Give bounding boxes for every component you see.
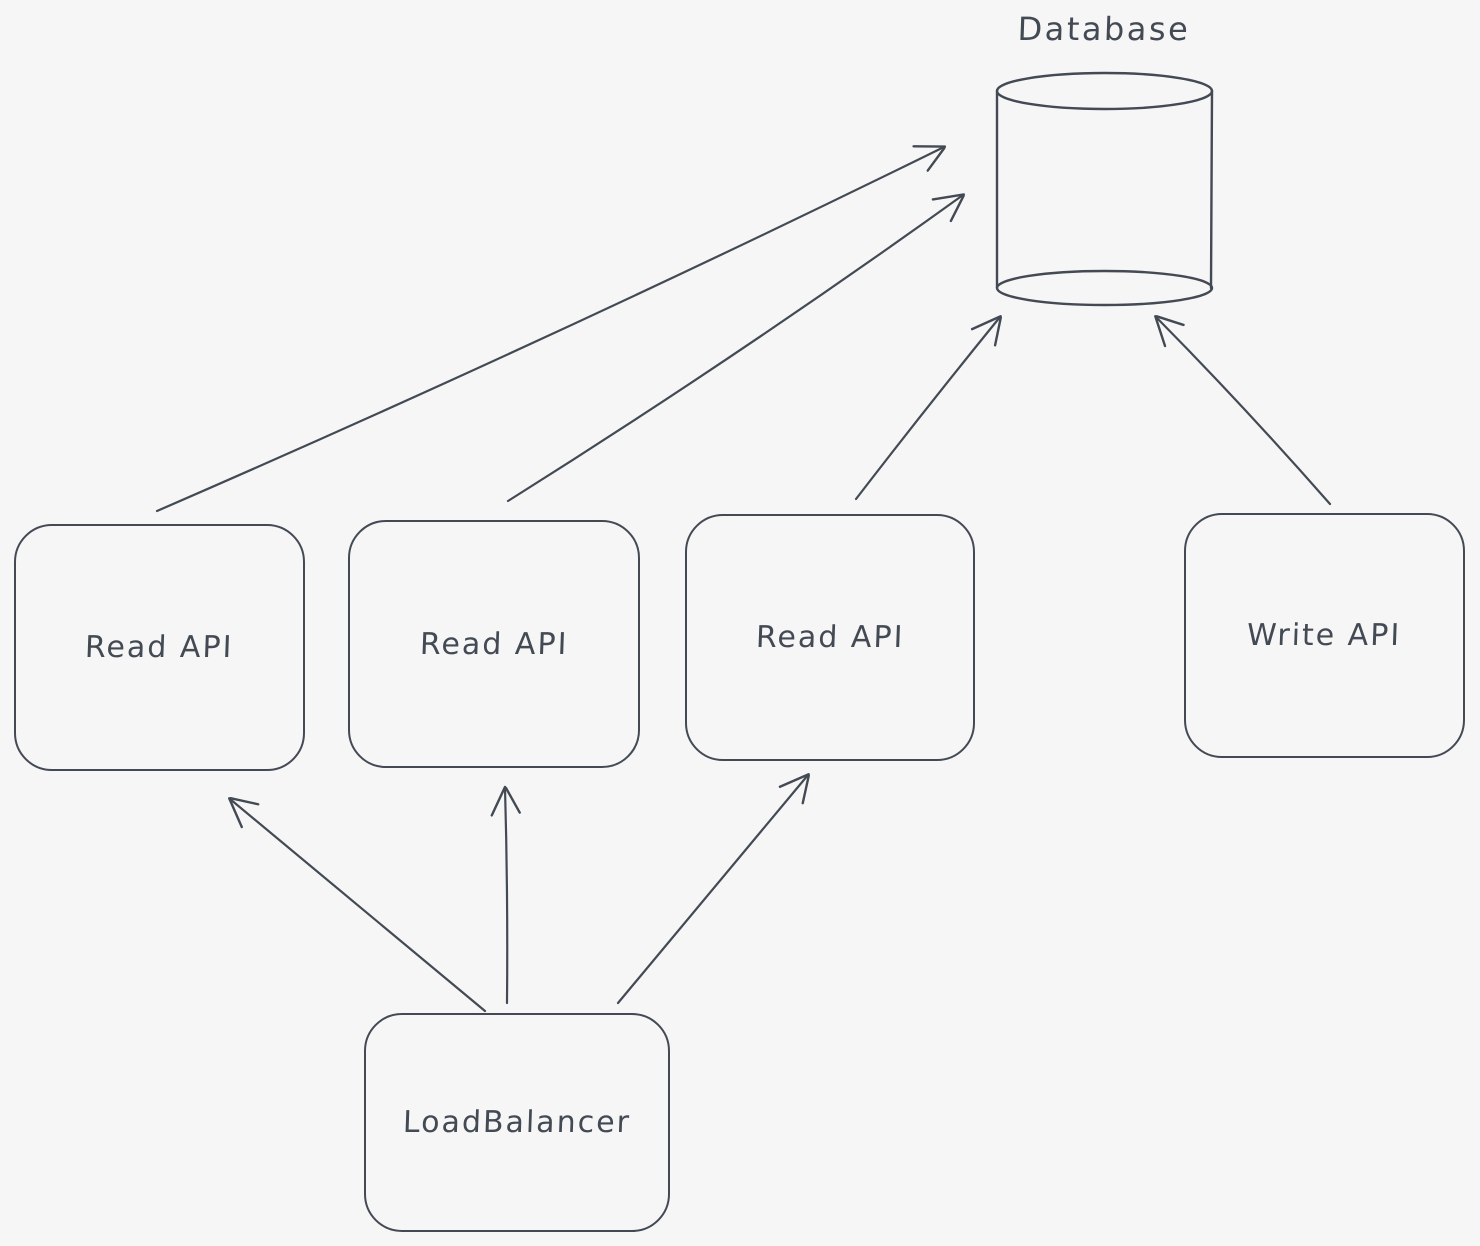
node-read-api-2[interactable]: Read API [348,520,640,768]
arrow-loadbalancer-to-read-api-2[interactable] [490,785,521,1005]
arrow-read-api-2-to-database[interactable] [506,193,966,503]
node-read-api-3[interactable]: Read API [685,514,975,761]
node-read-api-1[interactable]: Read API [14,524,305,771]
loadbalancer-label: LoadBalancer [402,1105,632,1140]
read-api-3-label: Read API [755,620,905,655]
read-api-1-label: Read API [84,630,235,665]
arrow-write-api-to-database[interactable] [1154,315,1332,506]
arrow-loadbalancer-to-read-api-1[interactable] [228,797,487,1013]
write-api-label: Write API [1246,618,1403,653]
node-loadbalancer[interactable]: LoadBalancer [364,1013,670,1232]
database-node-label: Database [1016,10,1192,48]
read-api-2-label: Read API [419,626,569,662]
arrow-loadbalancer-to-read-api-3[interactable] [616,773,810,1005]
database-cylinder-icon[interactable] [995,71,1214,307]
arrow-read-api-3-to-database[interactable] [854,315,1002,501]
arrow-read-api-1-to-database[interactable] [155,145,947,513]
node-write-api[interactable]: Write API [1184,513,1465,758]
